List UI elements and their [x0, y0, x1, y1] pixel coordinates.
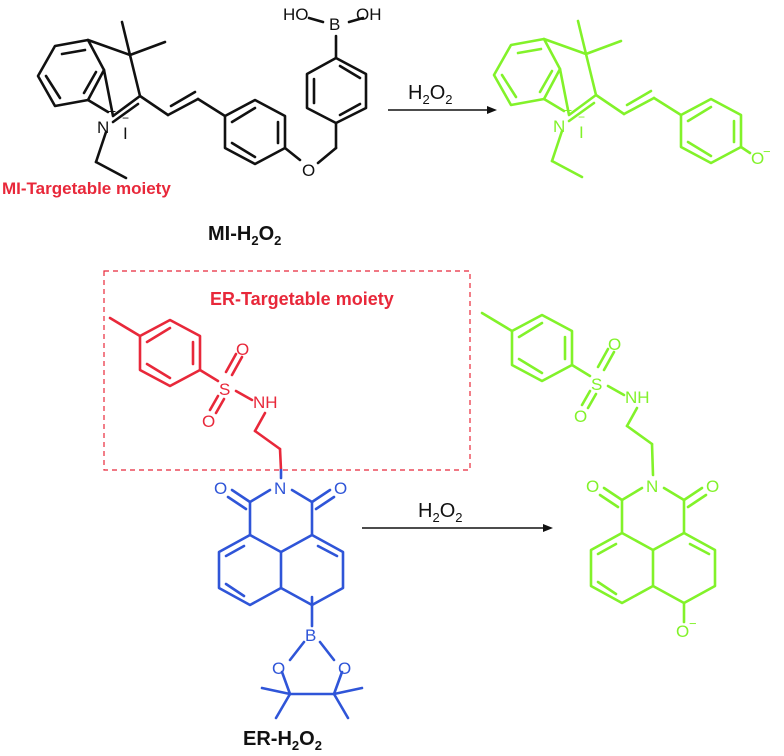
- product-imide-nitrogen: N: [646, 477, 658, 496]
- product-phenolate-oxygen: O: [751, 149, 764, 168]
- bottom-reaction-arrow: [362, 524, 553, 532]
- mi-targetable-moiety-label: MI-Targetable moiety: [2, 179, 171, 198]
- product-sulfonyl-oxygen-top: O: [608, 335, 621, 354]
- mi-product-atoms: N + I − O −: [553, 102, 771, 168]
- top-reaction-arrow: [388, 106, 497, 114]
- atom-nh: NH: [253, 393, 278, 412]
- atom-pinacol-oxygen-left: O: [272, 659, 285, 678]
- product-naphtholate-charge: −: [689, 616, 697, 631]
- atom-oh: OH: [356, 5, 382, 24]
- atom-carbonyl-oxygen-left: O: [214, 479, 227, 498]
- product-naphtholate-oxygen: O: [676, 622, 689, 641]
- product-atom-nh: NH: [625, 388, 650, 407]
- atom-sulfonyl-oxygen-top: O: [236, 340, 249, 359]
- er-tosyl-structure: [108, 316, 283, 472]
- er-naphthalimide-atoms: N O O B O O: [214, 479, 351, 678]
- product-iodide-charge: −: [578, 110, 585, 124]
- atom-ho: HO: [283, 5, 309, 24]
- mi-probe-atoms: HO B OH N + I − O: [97, 5, 382, 180]
- atom-sulfur: S: [219, 380, 230, 399]
- er-product-atoms: S O O NH N O O O −: [574, 335, 719, 641]
- atom-nitrogen: N: [97, 118, 109, 137]
- er-targetable-moiety-box: [103, 270, 471, 471]
- er-probe-name: ER-H2O2: [243, 728, 322, 753]
- er-product-structure: [480, 311, 717, 624]
- bottom-reagent-label: H2O2: [418, 500, 462, 525]
- atom-boron: B: [329, 15, 340, 34]
- mi-probe-name: MI-H2O2: [208, 223, 281, 248]
- atom-iodide: I: [123, 124, 128, 143]
- charge-plus: +: [108, 103, 116, 119]
- er-naphthalimide-structure: [217, 468, 364, 720]
- product-phenolate-charge: −: [763, 144, 771, 159]
- atom-sulfonyl-oxygen-bottom: O: [202, 412, 215, 431]
- mi-product-structure: [492, 19, 752, 179]
- er-tosyl-atoms: S O O NH: [202, 340, 278, 431]
- atom-imide-nitrogen: N: [274, 479, 286, 498]
- atom-carbonyl-oxygen-right: O: [334, 479, 347, 498]
- product-sulfonyl-oxygen-bottom: O: [574, 407, 587, 426]
- atom-pinacol-oxygen-right: O: [338, 659, 351, 678]
- product-carbonyl-oxygen-left: O: [586, 477, 599, 496]
- product-atom-iodide: I: [579, 123, 584, 142]
- er-targetable-moiety-label: ER-Targetable moiety: [210, 289, 394, 309]
- charge-minus: −: [122, 111, 129, 125]
- atom-ether-oxygen: O: [302, 161, 315, 180]
- product-atom-sulfur: S: [591, 375, 602, 394]
- product-charge-plus: +: [564, 102, 572, 118]
- top-reagent-label: H2O2: [408, 82, 452, 107]
- atom-boron-pinacol: B: [305, 626, 316, 645]
- product-atom-nitrogen: N: [553, 117, 565, 136]
- mi-probe-structure: [36, 16, 368, 180]
- product-carbonyl-oxygen-right: O: [706, 477, 719, 496]
